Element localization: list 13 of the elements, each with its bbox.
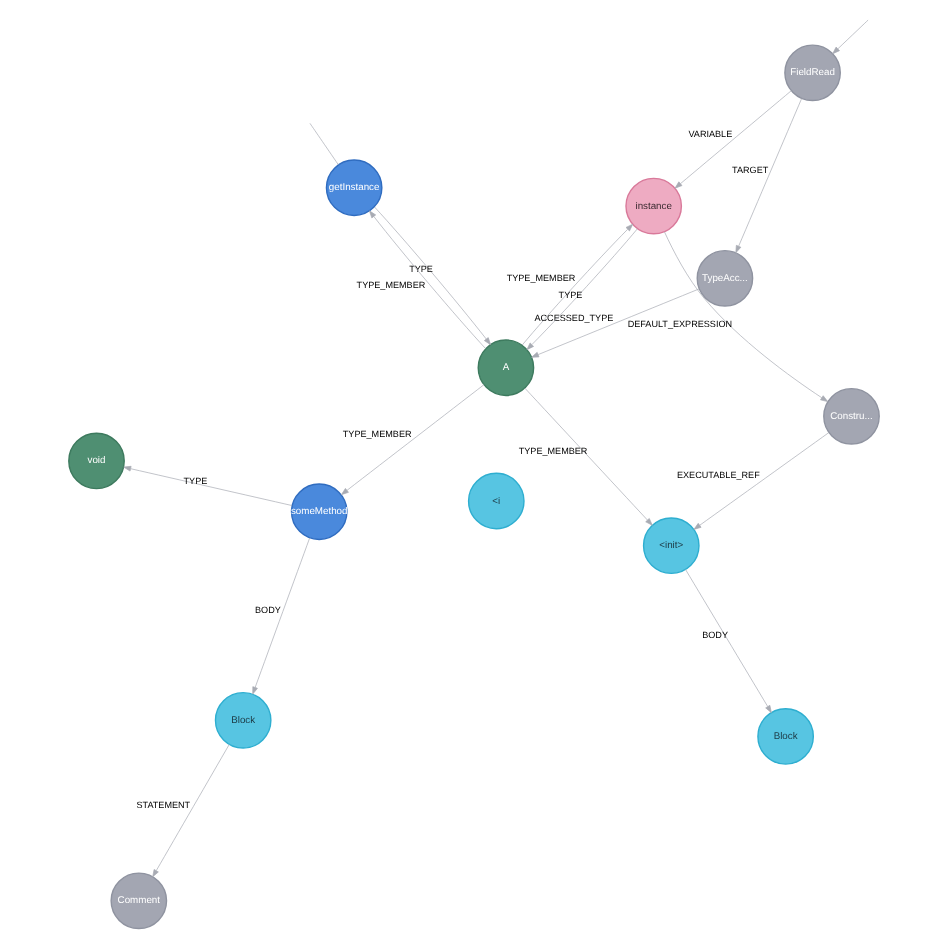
arrow [152,744,230,878]
arrow [674,90,792,189]
connector [309,123,339,166]
arrow [341,384,485,496]
arrow [693,432,830,530]
arrow [524,387,653,526]
arrow [123,465,293,506]
arrow [664,231,829,402]
arrow [252,537,310,695]
arrow [735,98,802,254]
arrow [531,288,700,358]
arrow [685,569,772,713]
arrow [832,19,869,55]
